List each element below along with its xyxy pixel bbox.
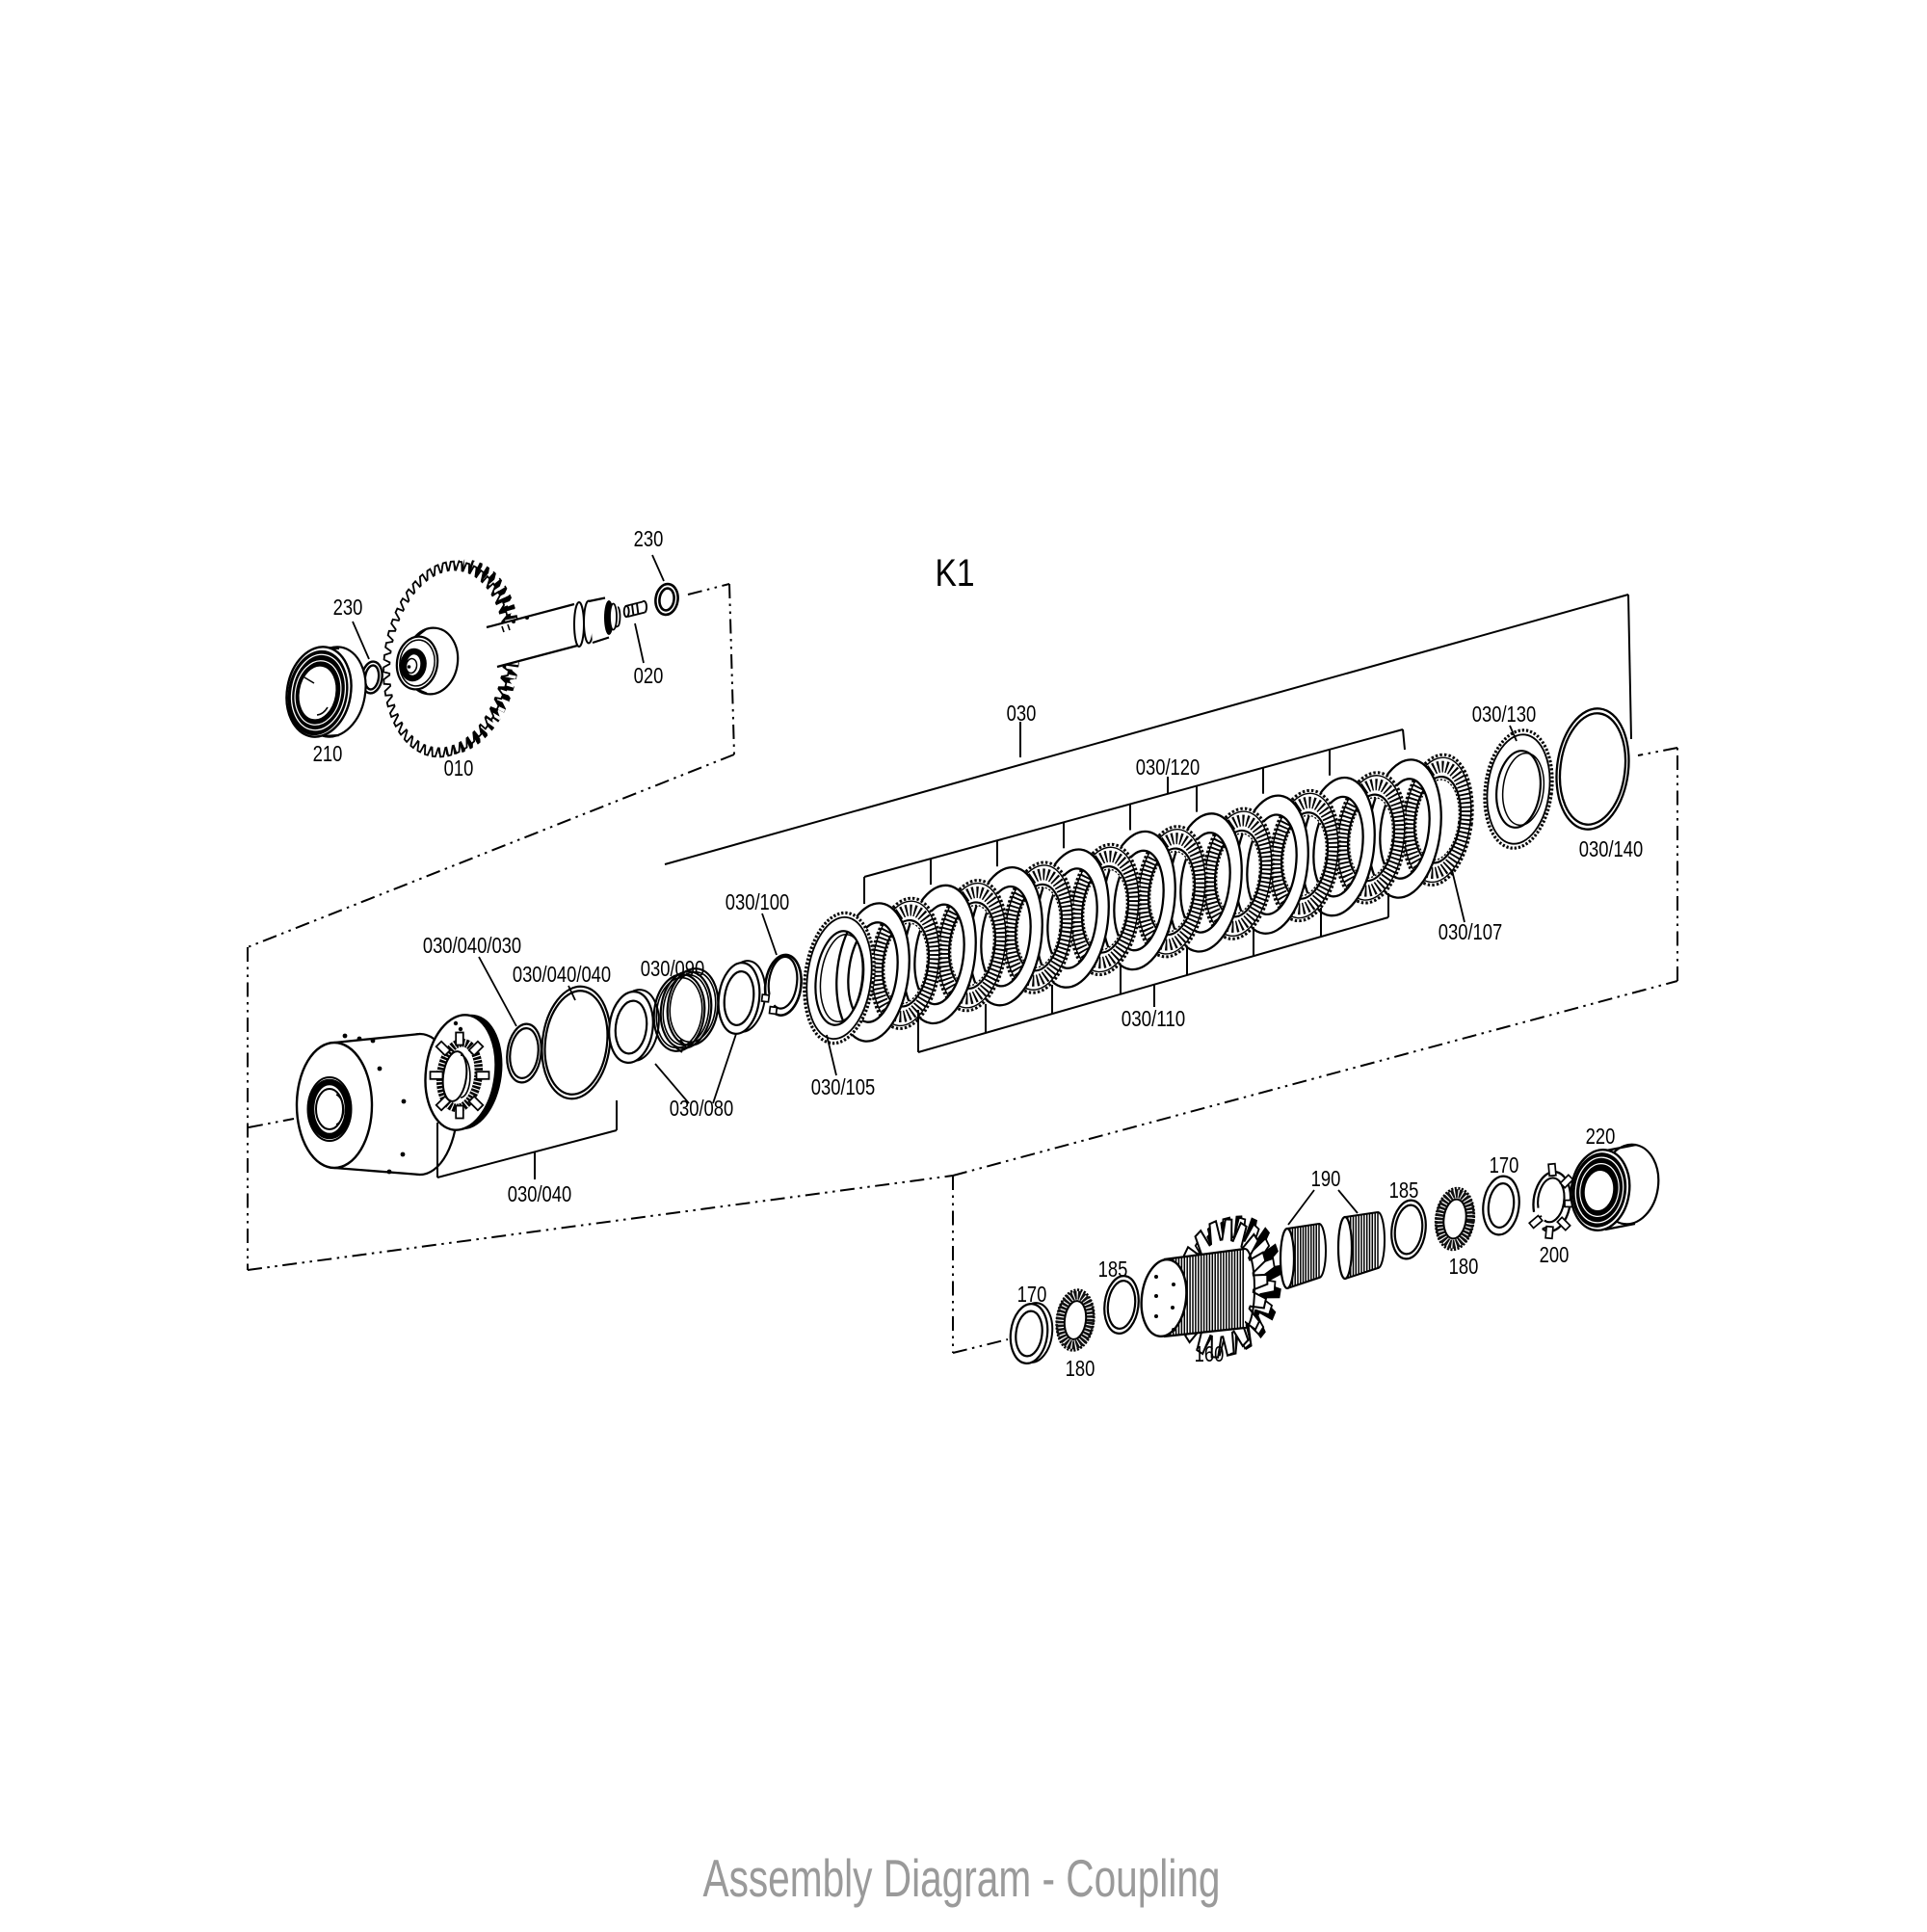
svg-text:030/105: 030/105 bbox=[811, 1074, 876, 1099]
svg-text:030: 030 bbox=[1007, 701, 1037, 726]
svg-text:Assembly Diagram - Coupling: Assembly Diagram - Coupling bbox=[703, 1849, 1221, 1908]
svg-text:030/090: 030/090 bbox=[641, 956, 705, 981]
svg-text:200: 200 bbox=[1540, 1242, 1570, 1267]
svg-text:185: 185 bbox=[1098, 1257, 1128, 1282]
svg-text:030/140: 030/140 bbox=[1579, 836, 1644, 861]
svg-text:180: 180 bbox=[1066, 1356, 1095, 1381]
svg-text:030/130: 030/130 bbox=[1472, 701, 1537, 727]
svg-text:030/040/030: 030/040/030 bbox=[423, 933, 521, 958]
svg-text:030/040: 030/040 bbox=[508, 1181, 572, 1206]
svg-text:010: 010 bbox=[444, 755, 474, 781]
svg-text:190: 190 bbox=[1311, 1166, 1341, 1191]
svg-text:230: 230 bbox=[634, 526, 664, 551]
svg-text:230: 230 bbox=[333, 595, 363, 620]
svg-text:170: 170 bbox=[1490, 1152, 1519, 1178]
svg-text:K1: K1 bbox=[935, 552, 974, 595]
svg-text:220: 220 bbox=[1586, 1124, 1616, 1149]
svg-text:160: 160 bbox=[1195, 1341, 1225, 1366]
svg-text:030/080: 030/080 bbox=[670, 1096, 734, 1121]
svg-text:030/110: 030/110 bbox=[1122, 1006, 1186, 1031]
svg-text:020: 020 bbox=[634, 663, 664, 688]
svg-text:030/107: 030/107 bbox=[1439, 919, 1503, 944]
svg-text:170: 170 bbox=[1017, 1282, 1047, 1307]
svg-text:030/100: 030/100 bbox=[726, 889, 790, 914]
svg-text:030/120: 030/120 bbox=[1136, 754, 1201, 780]
svg-text:210: 210 bbox=[313, 741, 343, 766]
svg-text:180: 180 bbox=[1449, 1254, 1479, 1279]
svg-text:185: 185 bbox=[1389, 1178, 1419, 1203]
svg-text:030/040/040: 030/040/040 bbox=[513, 962, 611, 987]
